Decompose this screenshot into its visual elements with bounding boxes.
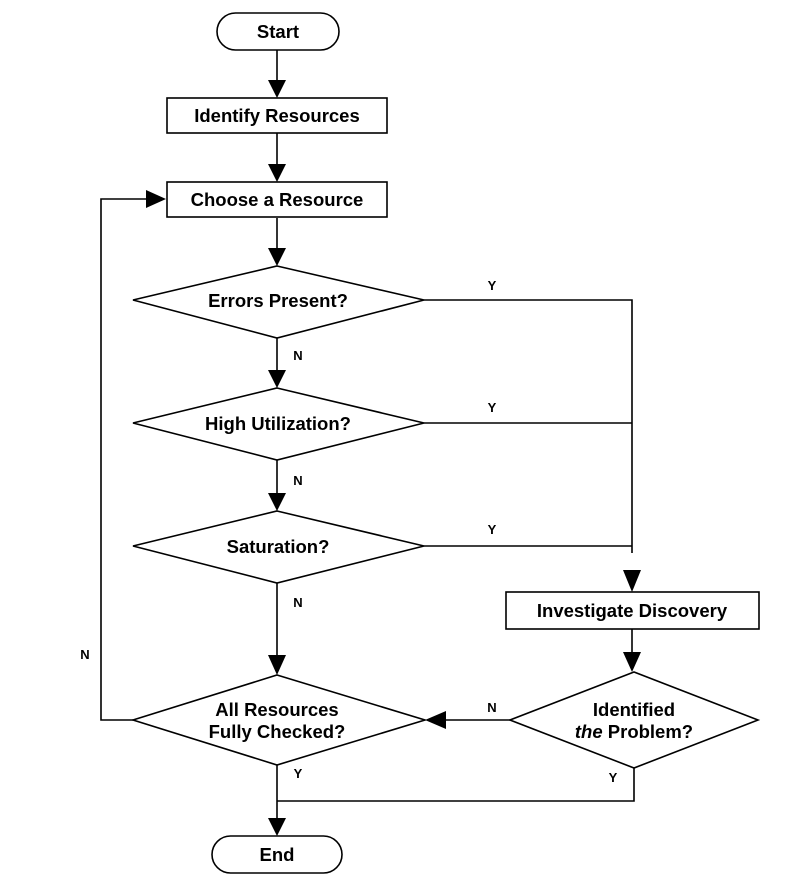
label-errors-no: N [293,348,302,363]
arrowhead-all-checked [268,655,286,675]
edge-errors-yes-to-right [424,299,633,553]
arrowhead-identify [268,80,286,98]
edge-all-checked-loop-back [100,198,148,721]
label-saturation-no: N [293,595,302,610]
label-utilization-no: N [293,473,302,488]
choose-resource-box [166,181,388,218]
arrowhead-utilization [268,370,286,388]
node-errors-present: Errors Present? [132,265,425,339]
node-high-utilization: High Utilization? [132,387,425,461]
start-label: Start [257,21,299,42]
arrowhead-identified [623,652,641,672]
identify-resources-box [166,97,388,134]
label-utilization-yes: Y [488,400,497,415]
edge-labels: Y N Y N Y N N Y N Y [80,278,617,785]
choose-resource-label: Choose a Resource [191,189,364,210]
end-label: End [260,844,295,865]
connectors [100,50,635,820]
arrowhead-end [268,818,286,836]
arrowheads [146,80,641,836]
node-choose-resource: Choose a Resource [166,181,388,218]
node-identify-resources: Identify Resources [166,97,388,134]
errors-present-diamond [132,265,425,339]
node-investigate-discovery: Investigate Discovery [505,591,760,630]
node-start: Start [216,12,340,51]
label-all-checked-yes: Y [294,766,303,781]
saturation-diamond [132,510,425,584]
arrowhead-investigate [623,570,641,592]
all-resources-checked-label-line2: Fully Checked? [209,721,346,742]
arrowhead-identified-no [425,711,446,729]
all-resources-checked-diamond [130,674,428,766]
label-errors-yes: Y [488,278,497,293]
node-end: End [211,835,343,874]
high-utilization-label: High Utilization? [205,413,351,434]
arrowhead-choose [268,164,286,182]
identified-problem-emphasis: the [575,721,603,742]
arrowhead-errors [268,248,286,266]
identified-problem-label-line1: Identified [593,699,675,720]
label-all-checked-no: N [80,647,89,662]
edge-identified-yes-to-end [277,765,635,802]
all-resources-checked-label-line1: All Resources [215,699,338,720]
label-identified-no: N [487,700,496,715]
node-identified-problem: Identified the Problem? [507,671,761,769]
identify-resources-label: Identify Resources [194,105,360,126]
node-saturation: Saturation? [132,510,425,584]
label-saturation-yes: Y [488,522,497,537]
high-utilization-diamond [132,387,425,461]
investigate-discovery-box [505,591,760,630]
end-terminator [211,835,343,874]
arrowhead-saturation [268,493,286,511]
label-identified-yes: Y [609,770,618,785]
identified-problem-label-line2: the Problem? [575,721,693,742]
identified-problem-diamond [507,671,761,769]
saturation-label: Saturation? [227,536,330,557]
node-all-resources-checked: All Resources Fully Checked? [130,674,428,766]
start-terminator [216,12,340,51]
errors-present-label: Errors Present? [208,290,348,311]
investigate-discovery-label: Investigate Discovery [537,600,728,621]
identified-problem-rest: Problem? [603,721,693,742]
arrowhead-loop-back [146,190,166,208]
